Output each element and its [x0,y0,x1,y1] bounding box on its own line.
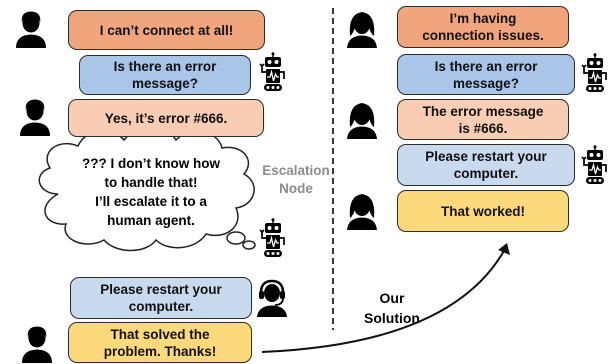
escalation-node-label: Escalation Node [262,163,330,196]
male-user-icon [22,325,52,363]
headset-agent-icon [256,279,288,317]
left-msg-3: Yes, it’s error #666. [68,99,264,137]
our-solution-label: Our Solution [364,290,420,326]
right-msg-5: That worked! [397,190,569,232]
robot-icon [258,218,288,258]
solution-arrowhead [498,243,510,255]
left-msg-5: That solved the problem. Thanks! [68,322,252,363]
left-msg-2: Is there an error message? [79,55,251,95]
robot-icon [258,52,288,92]
right-msg-1: I’m having connection issues. [397,6,569,48]
female-user-icon [346,192,378,230]
thought-cloud [38,127,256,252]
right-msg-3: The error message is #666. [397,99,569,140]
male-user-icon [16,10,46,48]
female-user-icon [346,10,378,48]
male-user-icon [20,98,50,136]
thought-text: ??? I don’t know how to handle that! I’l… [82,156,220,228]
left-msg-4: Please restart your computer. [70,277,252,319]
robot-icon [580,145,610,185]
left-msg-1: I can’t connect at all! [68,10,265,50]
female-user-icon [346,101,378,139]
robot-icon [580,53,610,93]
right-msg-2: Is there an error message? [397,54,575,95]
right-msg-4: Please restart your computer. [397,144,575,186]
solution-arrow [261,248,506,353]
